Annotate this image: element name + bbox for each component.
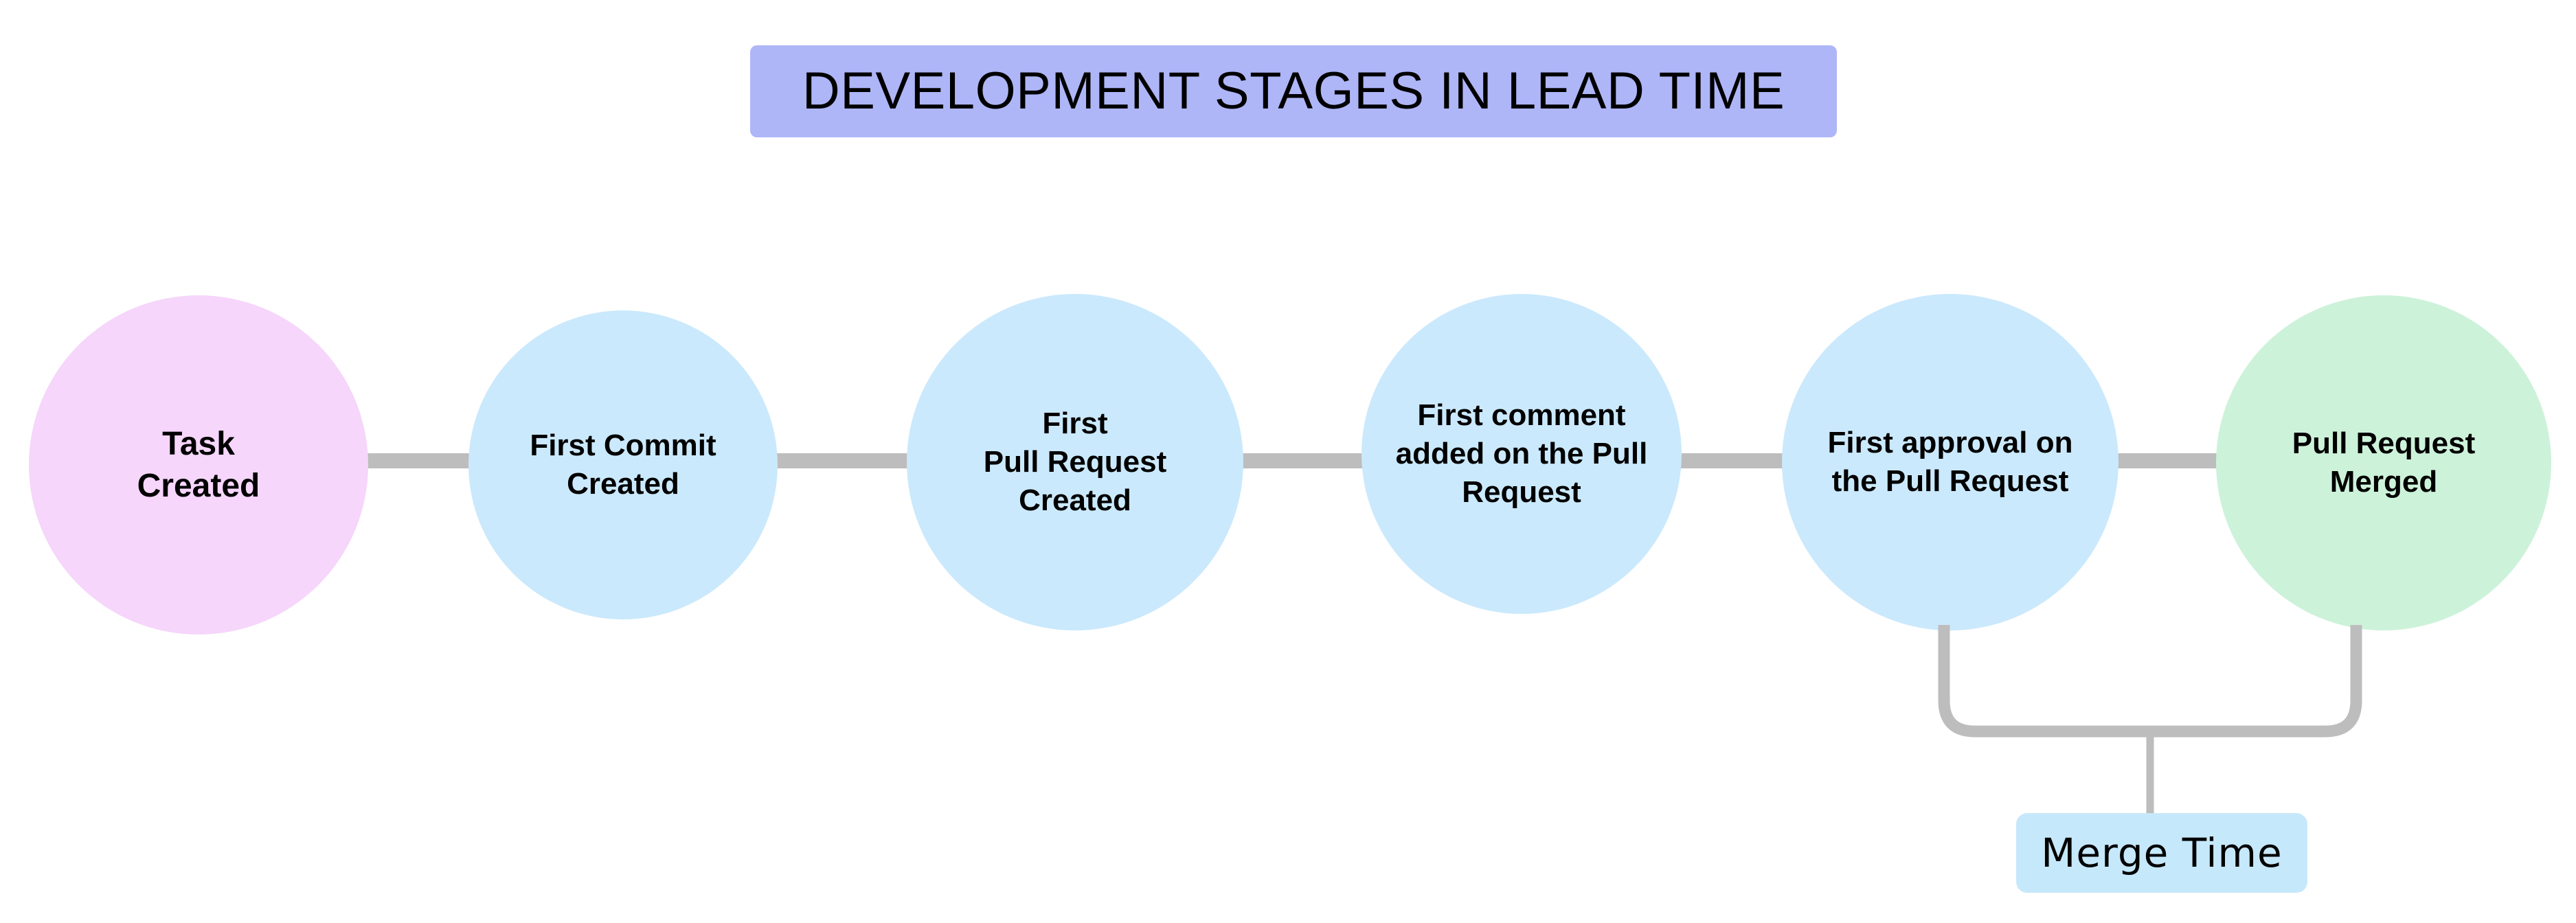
stage-circle-task-created[interactable]: Task Created [29,295,368,635]
stage-circle-pull-request-merged[interactable]: Pull Request Merged [2216,295,2551,630]
stage-label-task-created: Task Created [137,425,260,504]
connector-stage-4-to-5 [1654,453,1809,468]
diagram-title-banner: DEVELOPMENT STAGES IN LEAD TIME [750,45,1837,137]
stage-circle-first-commit-created[interactable]: First Commit Created [468,310,778,619]
bracket-path [1938,625,2362,738]
stage-label-first-commit-created: First Commit Created [530,428,716,501]
merge-time-bracket [1938,625,2362,816]
stage-label-first-pull-request-created: First Pull Request Created [983,406,1167,518]
stage-label-pull-request-merged: Pull Request Merged [2292,426,2476,499]
connector-stage-1-to-2 [343,453,499,468]
stage-label-first-comment-on-pull-request: First comment added on the Pull Request [1395,398,1648,510]
connector-stage-5-to-6 [2091,453,2244,468]
merge-time-label: Merge Time [2041,830,2283,876]
connector-stage-2-to-3 [750,453,934,468]
stage-circle-first-approval-on-pull-request[interactable]: First approval on the Pull Request [1782,294,2119,630]
stage-circle-first-comment-on-pull-request[interactable]: First comment added on the Pull Request [1362,294,1682,614]
connector-stage-3-to-4 [1216,453,1389,468]
stage-circle-first-pull-request-created[interactable]: First Pull Request Created [907,294,1243,630]
merge-time-callout[interactable]: Merge Time [2016,813,2307,893]
stage-label-first-approval-on-pull-request: First approval on the Pull Request [1827,425,2073,498]
diagram-title-text: DEVELOPMENT STAGES IN LEAD TIME [802,62,1785,120]
